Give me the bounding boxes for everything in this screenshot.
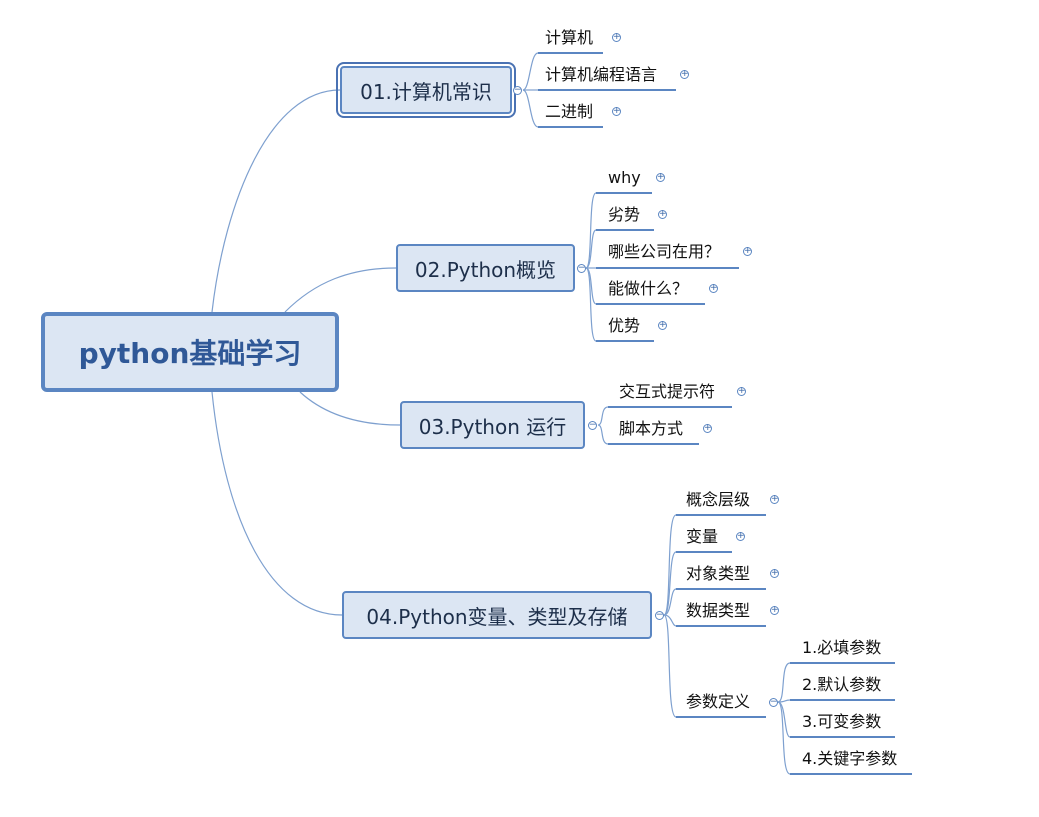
root-topic[interactable]: python基础学习 xyxy=(41,312,339,392)
topic-二进制[interactable]: 二进制 xyxy=(545,102,594,121)
branch-topic-4-label: 04.Python变量、类型及存储 xyxy=(366,604,628,629)
topic-参数定义[interactable]: 参数定义 xyxy=(686,692,751,711)
root-topic-label: python基础学习 xyxy=(78,337,302,370)
topic-脚本方式[interactable]: 脚本方式 xyxy=(619,419,684,438)
connector-b3-c1 xyxy=(597,406,609,426)
branch-topic-1-label: 01.计算机常识 xyxy=(360,79,492,104)
topic-劣势[interactable]: 劣势 xyxy=(608,205,641,224)
plus-circle-icon[interactable]: + xyxy=(658,320,667,330)
topic-1必填参数[interactable]: 1.必填参数 xyxy=(802,638,882,657)
plus-circle-icon[interactable]: + xyxy=(737,386,746,396)
connector-b4-c1 xyxy=(663,514,677,616)
connector-root-branch-1 xyxy=(211,89,341,313)
plus-circle-icon[interactable]: + xyxy=(680,69,689,79)
connector-root-branch-4 xyxy=(211,391,343,616)
minus-circle-icon[interactable]: − xyxy=(513,85,522,95)
plus-circle-icon[interactable]: + xyxy=(770,494,779,504)
topic-优势[interactable]: 优势 xyxy=(608,316,641,335)
connector-b1-c1 xyxy=(522,52,539,91)
plus-circle-icon[interactable]: + xyxy=(612,106,621,116)
connector-p-c3 xyxy=(777,701,791,738)
topic-4关键字参数[interactable]: 4.关键字参数 xyxy=(802,749,898,768)
connector-b4-c3 xyxy=(663,588,677,616)
connector-b2-c2 xyxy=(585,229,597,269)
connector-root-branch-3 xyxy=(299,391,401,426)
topic-3可变参数[interactable]: 3.可变参数 xyxy=(802,712,882,731)
topic-哪些公司在用[interactable]: 哪些公司在用？ xyxy=(608,242,721,261)
plus-circle-icon[interactable]: + xyxy=(612,32,621,42)
connector-p-c1 xyxy=(777,662,791,703)
connector-b4-c5 xyxy=(663,614,677,718)
connector-b3-c2 xyxy=(597,424,609,445)
topic-概念层级[interactable]: 概念层级 xyxy=(686,490,751,509)
connector-b4-c4 xyxy=(663,614,677,627)
connector-b2-c5 xyxy=(585,267,597,342)
branch-topic-1[interactable]: 01.计算机常识 xyxy=(336,62,516,118)
connector-b1-c3 xyxy=(522,89,539,128)
branch-topic-2-label: 02.Python概览 xyxy=(414,257,557,282)
topic-计算机[interactable]: 计算机 xyxy=(545,28,594,47)
plus-circle-icon[interactable]: + xyxy=(770,568,779,578)
connector-root-branch-2 xyxy=(284,267,397,313)
topic-why[interactable]: why xyxy=(608,168,641,187)
topic-交互式提示符[interactable]: 交互式提示符 xyxy=(619,382,716,401)
minus-circle-icon[interactable]: − xyxy=(769,697,778,707)
topic-计算机编程语言[interactable]: 计算机编程语言 xyxy=(545,65,658,84)
plus-circle-icon[interactable]: + xyxy=(770,605,779,615)
minus-circle-icon[interactable]: − xyxy=(577,263,586,273)
plus-circle-icon[interactable]: + xyxy=(743,246,752,256)
plus-circle-icon[interactable]: + xyxy=(703,423,712,433)
branch-topic-2[interactable]: 02.Python概览 xyxy=(396,244,575,292)
plus-circle-icon[interactable]: + xyxy=(658,209,667,219)
topic-对象类型[interactable]: 对象类型 xyxy=(686,564,751,583)
branch-topic-3-label: 03.Python 运行 xyxy=(418,414,567,439)
branch-topic-4[interactable]: 04.Python变量、类型及存储 xyxy=(342,591,652,639)
plus-circle-icon[interactable]: + xyxy=(709,283,718,293)
topic-2默认参数[interactable]: 2.默认参数 xyxy=(802,675,882,694)
branch-topic-3[interactable]: 03.Python 运行 xyxy=(400,401,585,449)
plus-circle-icon[interactable]: + xyxy=(656,172,665,182)
topic-变量[interactable]: 变量 xyxy=(686,527,719,546)
plus-circle-icon[interactable]: + xyxy=(736,531,745,541)
minus-circle-icon[interactable]: − xyxy=(655,610,664,620)
minus-circle-icon[interactable]: − xyxy=(588,420,597,430)
connector-b4-c2 xyxy=(663,551,677,616)
topic-数据类型[interactable]: 数据类型 xyxy=(686,601,751,620)
topic-能做什么[interactable]: 能做什么？ xyxy=(608,279,689,298)
connector-p-c4 xyxy=(777,701,791,775)
